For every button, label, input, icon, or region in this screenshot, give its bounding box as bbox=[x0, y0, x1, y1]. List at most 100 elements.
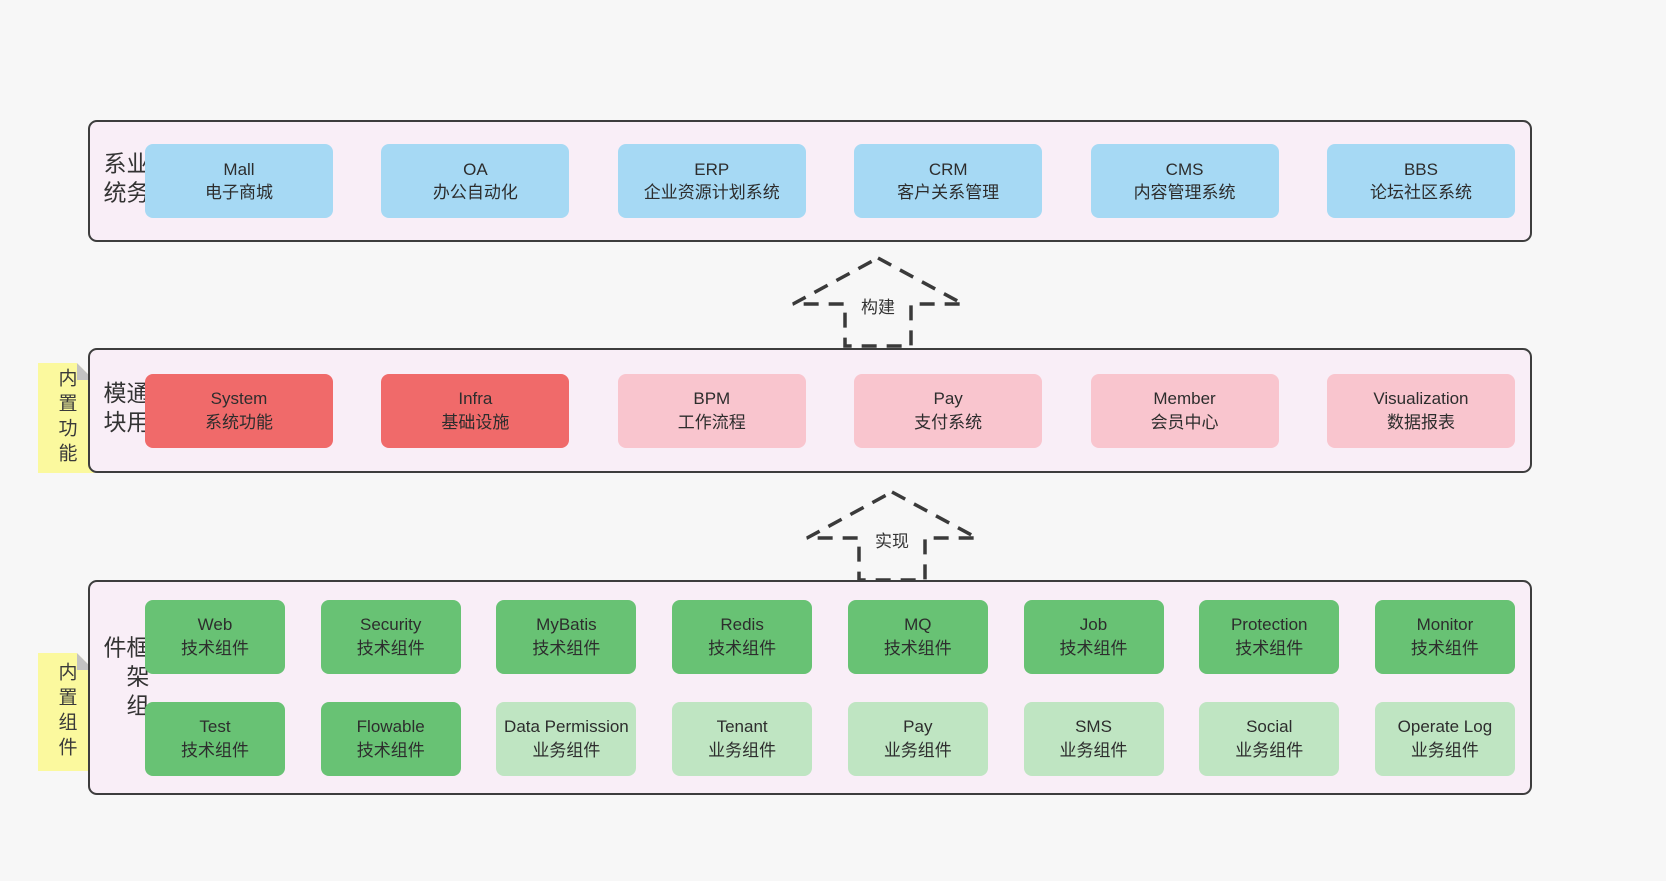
module-name-zh: 业务组件 bbox=[532, 740, 601, 760]
module-box-social: Social 业务组件 bbox=[1199, 701, 1340, 776]
module-box-infra: Infra 基础设施 bbox=[381, 373, 570, 448]
module-name-en: Pay bbox=[933, 389, 963, 409]
module-name-en: Job bbox=[1079, 615, 1108, 635]
module-name-en: Security bbox=[359, 615, 422, 635]
module-name-en: Mall bbox=[223, 159, 255, 179]
module-name-en: SMS bbox=[1075, 717, 1112, 737]
module-name-en: BBS bbox=[1403, 159, 1438, 179]
module-name-zh: 系统功能 bbox=[205, 412, 273, 432]
module-box-flowable: Flowable 技术组件 bbox=[320, 701, 461, 776]
band-label-business-systems: 业务系统 bbox=[100, 151, 149, 210]
module-name-en: Member bbox=[1153, 389, 1216, 409]
module-name-zh: 技术组件 bbox=[181, 638, 249, 658]
module-name-zh: 技术组件 bbox=[1235, 638, 1304, 658]
module-name-en: Data Permission bbox=[504, 717, 629, 737]
sticky-note-label: 内置组件 bbox=[55, 662, 77, 762]
module-name-zh: 数据报表 bbox=[1386, 412, 1455, 432]
module-box-monitor: Monitor 技术组件 bbox=[1374, 599, 1515, 674]
module-name-en: Social bbox=[1246, 717, 1293, 737]
module-name-zh: 电子商城 bbox=[205, 183, 273, 202]
module-box-pay: Pay 业务组件 bbox=[847, 701, 988, 776]
module-name-zh: 技术组件 bbox=[1059, 638, 1128, 658]
module-name-zh: 基础设施 bbox=[441, 412, 510, 432]
module-name-zh: 论坛社区系统 bbox=[1369, 183, 1472, 202]
module-name-zh: 业务组件 bbox=[1059, 740, 1128, 760]
module-name-en: Operate Log bbox=[1397, 717, 1493, 737]
module-box-security: Security 技术组件 bbox=[320, 599, 461, 674]
module-name-zh: 会员中心 bbox=[1150, 412, 1219, 432]
module-box-protection: Protection 技术组件 bbox=[1199, 599, 1340, 674]
band-label-common-modules: 通用模块 bbox=[100, 380, 149, 439]
module-name-en: Test bbox=[199, 717, 231, 737]
module-name-zh: 办公自动化 bbox=[432, 183, 518, 202]
module-box-tenant: Tenant 业务组件 bbox=[672, 701, 813, 776]
implement-arrow-label: 实现 bbox=[871, 526, 913, 553]
module-box-crm: CRM 客户关系管理 bbox=[854, 144, 1043, 218]
module-box-bbs: BBS 论坛社区系统 bbox=[1326, 144, 1515, 218]
module-box-erp: ERP 企业资源计划系统 bbox=[617, 144, 806, 218]
module-name-zh: 业务组件 bbox=[708, 740, 777, 760]
sticky-note-label: 内置功能 bbox=[55, 368, 77, 468]
module-name-en: System bbox=[210, 389, 268, 409]
module-name-en: Flowable bbox=[356, 717, 425, 737]
band-content: Mall 电子商城 OA 办公自动化 ERP 企业资源计划系统 CRM 客户关系管理 CMS 内容… bbox=[145, 122, 1515, 240]
module-name-zh: 技术组件 bbox=[1410, 638, 1479, 658]
module-name-en: Pay bbox=[903, 717, 933, 737]
module-box-row: Mall 电子商城 OA 办公自动化 ERP 企业资源计划系统 CRM 客户关系管理 CMS 内容… bbox=[145, 144, 1515, 218]
dashed-up-arrow-icon bbox=[792, 256, 964, 348]
module-name-zh: 业务组件 bbox=[1235, 740, 1304, 760]
module-name-en: CMS bbox=[1165, 159, 1204, 179]
module-name-zh: 客户关系管理 bbox=[897, 183, 1000, 202]
sticky-note-built-in-features: 内置功能 bbox=[38, 363, 94, 473]
build-arrow-label: 构建 bbox=[857, 292, 899, 319]
module-name-zh: 业务组件 bbox=[1410, 740, 1479, 760]
sticky-note-built-in-components: 内置组件 bbox=[38, 653, 94, 771]
module-name-zh: 技术组件 bbox=[356, 740, 425, 760]
module-name-en: OA bbox=[463, 159, 488, 179]
module-box-system: System 系统功能 bbox=[145, 373, 333, 448]
module-box-member: Member 会员中心 bbox=[1090, 373, 1279, 448]
band-label-framework-components: 框架组件 bbox=[100, 634, 149, 722]
module-name-en: BPM bbox=[693, 389, 731, 409]
module-name-zh: 技术组件 bbox=[181, 740, 249, 760]
module-name-zh: 工作流程 bbox=[677, 412, 746, 432]
module-name-en: Protection bbox=[1230, 615, 1308, 635]
module-box-data-permission: Data Permission 业务组件 bbox=[496, 701, 637, 776]
module-box-oa: OA 办公自动化 bbox=[381, 144, 570, 218]
module-box-mall: Mall 电子商城 bbox=[145, 144, 333, 218]
build-arrow: 构建 bbox=[783, 252, 973, 348]
module-name-en: MyBatis bbox=[536, 615, 597, 635]
module-box-web: Web 技术组件 bbox=[145, 599, 285, 674]
module-box-sms: SMS 业务组件 bbox=[1023, 701, 1164, 776]
module-box-test: Test 技术组件 bbox=[145, 701, 285, 776]
band-business-systems: 业务系统 Mall 电子商城 OA 办公自动化 ERP 企业资源计划系统 CRM 客户关系管理… bbox=[88, 120, 1532, 242]
module-name-en: Monitor bbox=[1416, 615, 1474, 635]
module-name-en: Web bbox=[197, 615, 233, 635]
module-name-zh: 企业资源计划系统 bbox=[643, 183, 780, 202]
module-box-job: Job 技术组件 bbox=[1023, 599, 1164, 674]
dashed-up-arrow-icon bbox=[806, 490, 978, 582]
module-name-zh: 技术组件 bbox=[708, 638, 777, 658]
module-name-zh: 技术组件 bbox=[356, 638, 425, 658]
module-name-en: ERP bbox=[694, 159, 730, 179]
module-name-en: MQ bbox=[904, 615, 932, 635]
module-name-en: Infra bbox=[458, 389, 493, 409]
module-name-zh: 内容管理系统 bbox=[1133, 183, 1236, 202]
module-box-bpm: BPM 工作流程 bbox=[617, 373, 806, 448]
module-box-cms: CMS 内容管理系统 bbox=[1090, 144, 1279, 218]
module-name-zh: 业务组件 bbox=[883, 740, 952, 760]
module-box-operate-log: Operate Log 业务组件 bbox=[1374, 701, 1515, 776]
module-name-en: Tenant bbox=[716, 717, 768, 737]
module-name-en: CRM bbox=[928, 159, 968, 179]
implement-arrow: 实现 bbox=[797, 486, 987, 582]
